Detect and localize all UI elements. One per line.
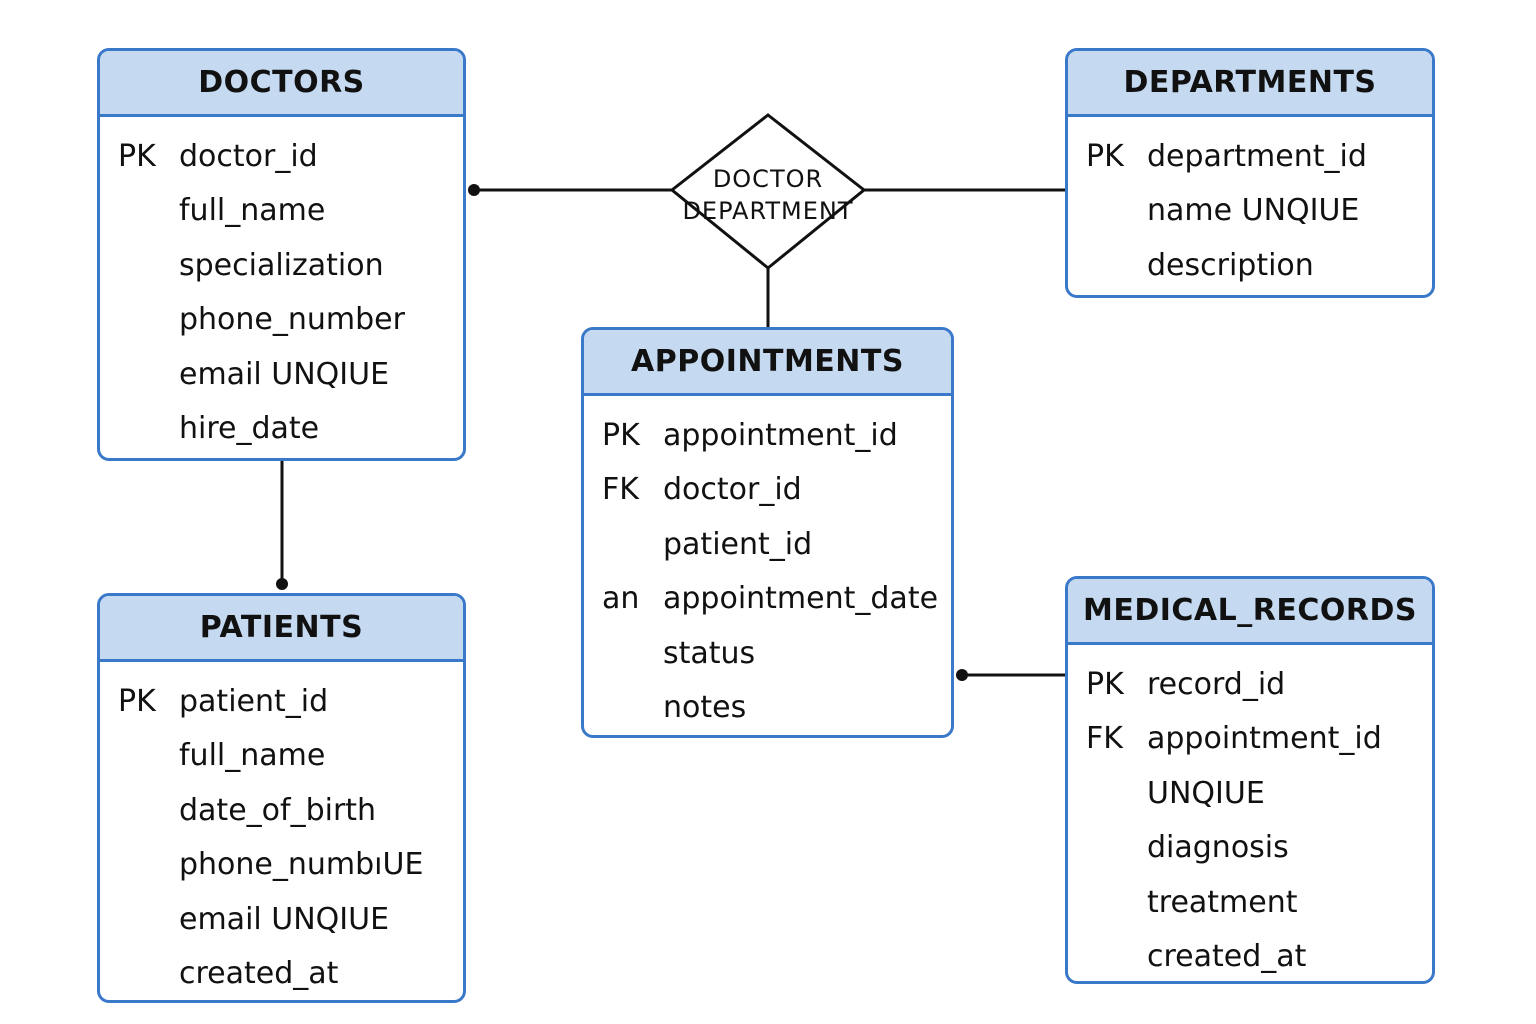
attribute-row: created_at [1068, 930, 1432, 982]
connector-appointments-dot [956, 669, 968, 681]
attribute-key: PK [118, 138, 156, 174]
attribute-row: full_name [100, 729, 463, 784]
attribute-name: patient_id [663, 526, 813, 562]
entity-title: MEDICAL_RECORDS [1068, 579, 1432, 645]
attribute-name: phone_number [179, 302, 405, 338]
attribute-name: doctor_id [663, 472, 802, 508]
attribute-name: doctor_id [179, 138, 318, 174]
attribute-key: FK [1086, 721, 1123, 757]
attribute-name: UNQIUE [1147, 775, 1265, 811]
attribute-name: full_name [179, 738, 326, 774]
attribute-name: appointment_id [663, 417, 898, 453]
attribute-row: diagnosis [1068, 821, 1432, 876]
attribute-row: PK patient_id [100, 674, 463, 729]
attribute-name: name UNQIUE [1147, 193, 1360, 229]
attribute-row: FK doctor_id [584, 463, 951, 518]
attribute-row: PK appointment_id [584, 408, 951, 463]
attribute-key: an [602, 581, 640, 617]
attribute-name: record_id [1147, 666, 1286, 702]
attribute-key: FK [602, 472, 639, 508]
attribute-row: email UNQIUE [100, 892, 463, 947]
attribute-name: full_name [179, 193, 326, 229]
entity-title: PATIENTS [100, 596, 463, 662]
attribute-name: created_at [1147, 939, 1307, 975]
attribute-key: PK [118, 683, 156, 719]
attribute-key: PK [1086, 138, 1124, 174]
attribute-name: description [1147, 247, 1314, 283]
attribute-row: PK record_id [1068, 657, 1432, 712]
attribute-row: description [1068, 238, 1432, 293]
attribute-name: created_at [179, 956, 339, 992]
attribute-name: patient_id [179, 683, 329, 719]
attribute-key: PK [1086, 666, 1124, 702]
attribute-row: phone_numbıUE [100, 838, 463, 893]
attribute-row: PK doctor_id [100, 129, 463, 184]
attribute-row: treatment [1068, 875, 1432, 930]
attribute-key: PK [602, 417, 640, 453]
attribute-row: created_at [100, 947, 463, 1001]
relationship-diamond [669, 113, 867, 270]
attribute-row: hire_date [100, 402, 463, 457]
connector-patients-dot [276, 578, 288, 590]
attribute-name: diagnosis [1147, 830, 1289, 866]
attribute-name: hire_date [179, 411, 320, 447]
attribute-row: FK appointment_id [1068, 712, 1432, 767]
entity-doctors[interactable]: DOCTORS PK doctor_id full_name specializa… [97, 48, 466, 461]
attribute-name: specialization [179, 247, 384, 283]
attribute-name: phone_numbıUE [179, 847, 424, 883]
attribute-row: UNQIUE [1068, 766, 1432, 821]
attribute-name: appointment_date [663, 581, 939, 617]
entity-title: DEPARTMENTS [1068, 51, 1432, 117]
attribute-row: phone_number [100, 293, 463, 348]
attribute-row: full_name [100, 184, 463, 239]
attribute-row: email UNQIUE [100, 347, 463, 402]
connector-doctors-dot [468, 184, 480, 196]
attribute-name: date_of_birth [179, 792, 377, 828]
entity-title: DOCTORS [100, 51, 463, 117]
attribute-row: notes [584, 681, 951, 736]
attribute-row: patient_id [584, 517, 951, 572]
entity-title: APPOINTMENTS [584, 330, 951, 396]
attribute-row: name UNQIUE [1068, 184, 1432, 239]
attribute-row: PK department_id [1068, 129, 1432, 184]
entity-patients[interactable]: PATIENTS PK patient_id full_name date_of_… [97, 593, 466, 1003]
relationship-label-line1: DOCTOR [712, 165, 824, 193]
attribute-name: appointment_id [1147, 721, 1382, 757]
attribute-row: status [584, 626, 951, 681]
relationship-label: DOCTOR DEPARTMENT [668, 163, 868, 227]
attribute-name: notes [663, 690, 747, 726]
attribute-name: email UNQIUE [179, 901, 390, 937]
attribute-row: date_of_birth [100, 783, 463, 838]
relationship-label-line2: DEPARTMENT [682, 197, 854, 225]
attribute-name: department_id [1147, 138, 1367, 174]
entity-medical-records[interactable]: MEDICAL_RECORDS PK record_id FK appointmen… [1065, 576, 1435, 984]
attribute-name: status [663, 635, 756, 671]
attribute-row: an appointment_date [584, 572, 951, 627]
attribute-name: email UNQIUE [179, 356, 390, 392]
attribute-row: specialization [100, 238, 463, 293]
attribute-name: treatment [1147, 884, 1298, 920]
entity-appointments[interactable]: APPOINTMENTS PK appointment_id FK doctor_i… [581, 327, 954, 738]
